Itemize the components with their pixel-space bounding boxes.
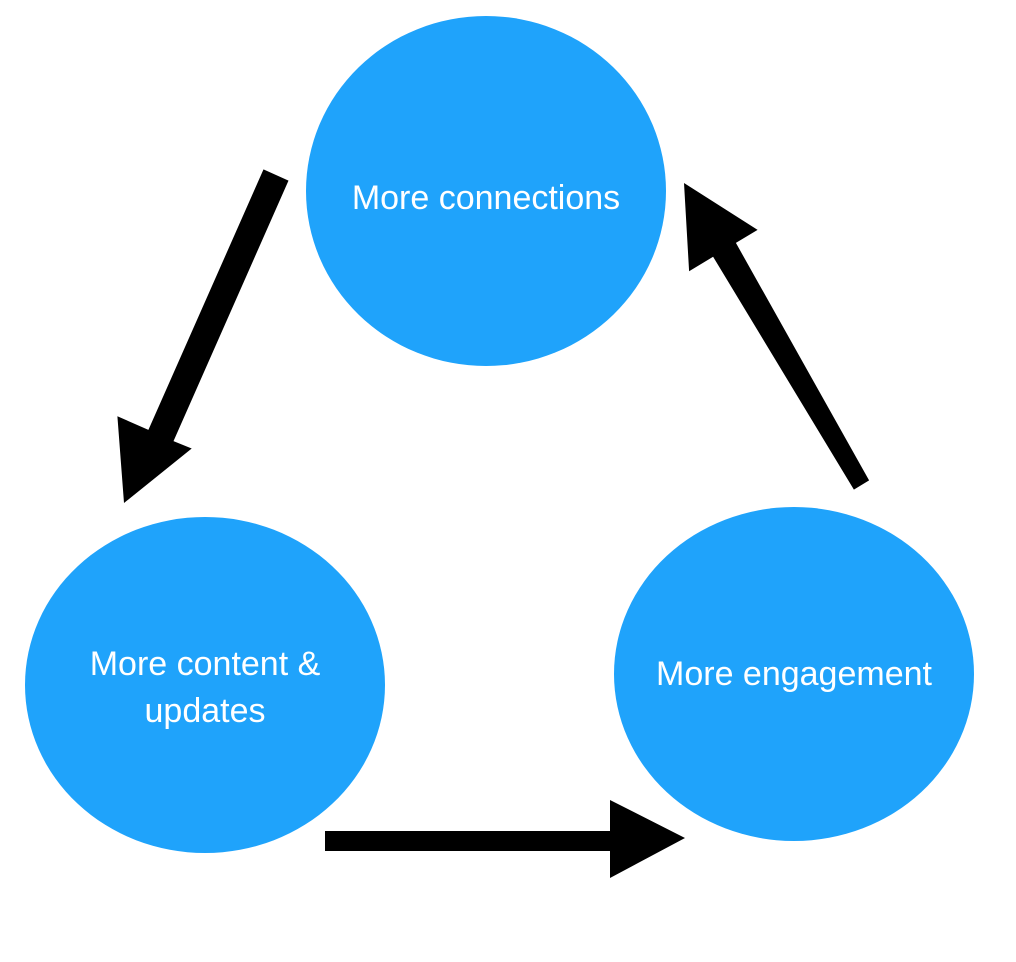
arrow-engagement-to-connections [684,183,870,490]
node-label-content-line-1: More content & [90,645,321,683]
node-more-content-updates: More content & updates [25,517,385,853]
node-label-content-line-2: updates [145,692,266,730]
node-more-connections: More connections [306,16,666,366]
node-circle-connections [306,16,666,366]
edges [117,169,870,878]
node-label-engagement: More engagement [656,655,933,693]
node-circle-engagement [614,507,974,841]
arrow-connections-to-content [117,169,289,503]
node-more-engagement: More engagement [614,507,974,841]
node-circle-content [25,517,385,853]
arrow-content-to-engagement [325,800,685,878]
node-label-connections: More connections [352,179,620,217]
